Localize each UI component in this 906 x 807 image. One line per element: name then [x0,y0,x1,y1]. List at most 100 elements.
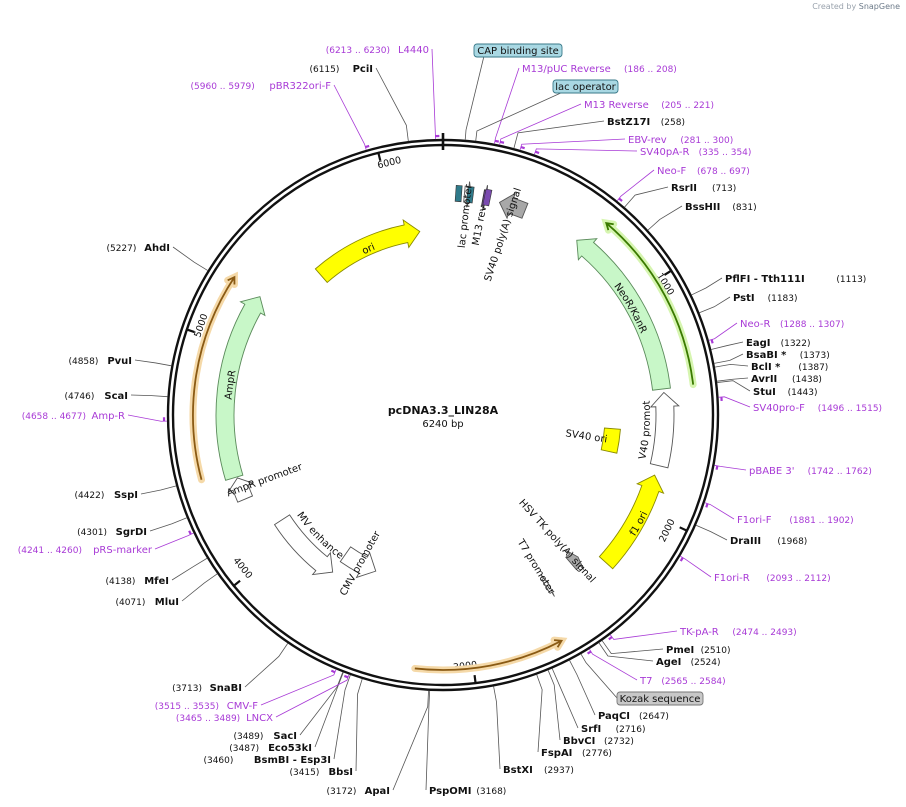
site-mlui-leader [181,573,218,602]
box-lac-operator[interactable] [552,79,619,94]
site-snabi[interactable]: SnaBI [210,683,242,694]
site-srfi[interactable]: SrfI [581,724,601,735]
site-bstz17i[interactable]: BstZ17I [607,117,650,128]
site-bcli[interactable]: BclI * [751,362,781,373]
site-paqci[interactable]: PaqCI [598,711,630,722]
box-kozak-sequence[interactable] [616,691,704,706]
site-fspai-position: (2776) [582,749,612,759]
primer-lncx[interactable]: LNCX [246,713,273,724]
feature-ampr[interactable] [215,296,266,481]
plasmid-length: 6240 bp [422,419,463,430]
site-bbvci-position: (2732) [604,737,634,747]
site-sspi-position: (4422) [74,491,104,501]
site-scai[interactable]: ScaI [104,391,128,402]
site-stui[interactable]: StuI [753,387,776,398]
primer-pbabe-3[interactable]: pBABE 3' [749,466,795,477]
primer-prs-marker[interactable]: pRS-marker [93,545,153,556]
site-bbsi[interactable]: BbsI [329,767,353,778]
primer-tk-pa-r-position: (2474 .. 2493) [732,628,796,638]
feature-sv40-promoter[interactable] [649,391,680,469]
box-cap-binding-site[interactable] [473,43,563,58]
site-pmei-position: (2510) [701,646,731,656]
primer-m13-reverse-position: (205 .. 221) [661,101,714,111]
primer-m13-reverse[interactable]: M13 Reverse [584,100,649,111]
site-pcii[interactable]: PciI [353,64,373,75]
primer-t7-mark [587,650,592,655]
site-avrii-leader [716,377,749,382]
site-psti-position: (1183) [768,294,798,304]
primer-amp-r[interactable]: Amp-R [92,411,126,422]
site-pflfi-tth111i[interactable]: PflFI - Tth111I [725,274,805,285]
primer-ebv-rev-leader [519,138,626,151]
primer-sv40pro-f-leader [718,396,751,408]
feature-hsv-tk-poly-a-signal[interactable] [565,549,585,571]
site-bsshii[interactable]: BssHII [685,202,720,213]
primer-ebv-rev[interactable]: EBV-rev [628,135,667,146]
site-pvui[interactable]: PvuI [107,356,132,367]
site-bbvci[interactable]: BbvCI [563,736,595,747]
primer-neo-f[interactable]: Neo-F [657,166,687,177]
site-avrii[interactable]: AvrII [751,374,777,385]
feature-cmv-promoter[interactable] [339,546,377,579]
feature-cmv-enhancer[interactable] [273,514,334,576]
site-apai-position: (3172) [326,787,356,797]
site-draiii[interactable]: DraIII [730,536,761,547]
feature-sv40-ori[interactable] [600,427,621,454]
primer-m13-puc-reverse[interactable]: M13/pUC Reverse [522,64,611,75]
site-pvui-leader [134,359,172,367]
primer-f1ori-r[interactable]: F1ori-R [714,573,750,584]
site-agei[interactable]: AgeI [656,657,681,668]
feature-t7-promoter[interactable] [540,574,555,597]
site-bsmbi-esp3i[interactable]: BsmBI - Esp3I [254,755,331,766]
primer-f1ori-f[interactable]: F1ori-F [737,515,772,526]
site-fspai[interactable]: FspAI [541,748,572,759]
site-bstxi[interactable]: BstXI [503,765,533,776]
site-paqci-position: (2647) [639,712,669,722]
site-bsabi[interactable]: BsaBI * [746,350,787,361]
primer-sv40pro-f[interactable]: SV40pro-F [753,403,805,414]
primer-neo-r-position: (1288 .. 1307) [780,320,844,330]
site-saci[interactable]: SacI [273,731,297,742]
feature-label-sv40-ori: SV40 ori [565,428,608,445]
site-ahdi[interactable]: AhdI [144,243,170,254]
feature-label-t7-promoter: T7 promoter [514,537,557,597]
site-pspomi[interactable]: PspOMI [429,786,471,797]
primer-neo-r[interactable]: Neo-R [740,319,771,330]
site-ahdi-position: (5227) [106,244,136,254]
lac-region-block [454,185,463,203]
site-pcii-leader [375,67,409,142]
site-paqci-leader [569,660,596,716]
site-sgrdi[interactable]: SgrDI [116,527,147,538]
site-rsrii[interactable]: RsrII [671,183,697,194]
primer-sv40pa-r-leader [533,148,638,155]
primer-l4440[interactable]: L4440 [398,45,429,56]
site-eco53ki[interactable]: Eco53kI [268,743,312,754]
primer-tk-pa-r[interactable]: TK-pA-R [679,627,719,638]
box-cap-binding-site-label: CAP binding site [477,46,559,57]
site-pmei[interactable]: PmeI [666,645,694,656]
primer-f1ori-f-mark [705,503,709,508]
primer-pbr322ori-f[interactable]: pBR322ori-F [269,81,331,92]
site-psti[interactable]: PstI [733,293,755,304]
feature-ampr-promoter[interactable] [227,477,255,503]
primer-cmv-f-mark [330,669,336,674]
feature-sv40-poly-a-signal[interactable] [498,192,529,220]
primer-amp-r-leader [127,414,168,422]
primer-t7[interactable]: T7 [639,676,652,687]
feature-neor-kanr[interactable] [576,238,671,391]
primer-cmv-f[interactable]: CMV-F [227,701,258,712]
site-mlui[interactable]: MluI [155,597,179,608]
tick-mark [663,269,673,276]
site-eagi[interactable]: EagI [746,338,770,349]
feature-f1-ori[interactable] [598,474,665,570]
feature-ori[interactable] [314,219,421,284]
primer-sv40pa-r[interactable]: SV40pA-R [640,147,689,158]
site-apai[interactable]: ApaI [365,786,390,797]
lin28a-orf [414,639,564,671]
feature-label-m13-rev: M13 rev [471,205,489,247]
tick-mark [473,674,477,685]
site-sspi[interactable]: SspI [114,490,138,501]
site-mfei[interactable]: MfeI [144,576,169,587]
box-cap-binding-site-leader [464,55,485,140]
